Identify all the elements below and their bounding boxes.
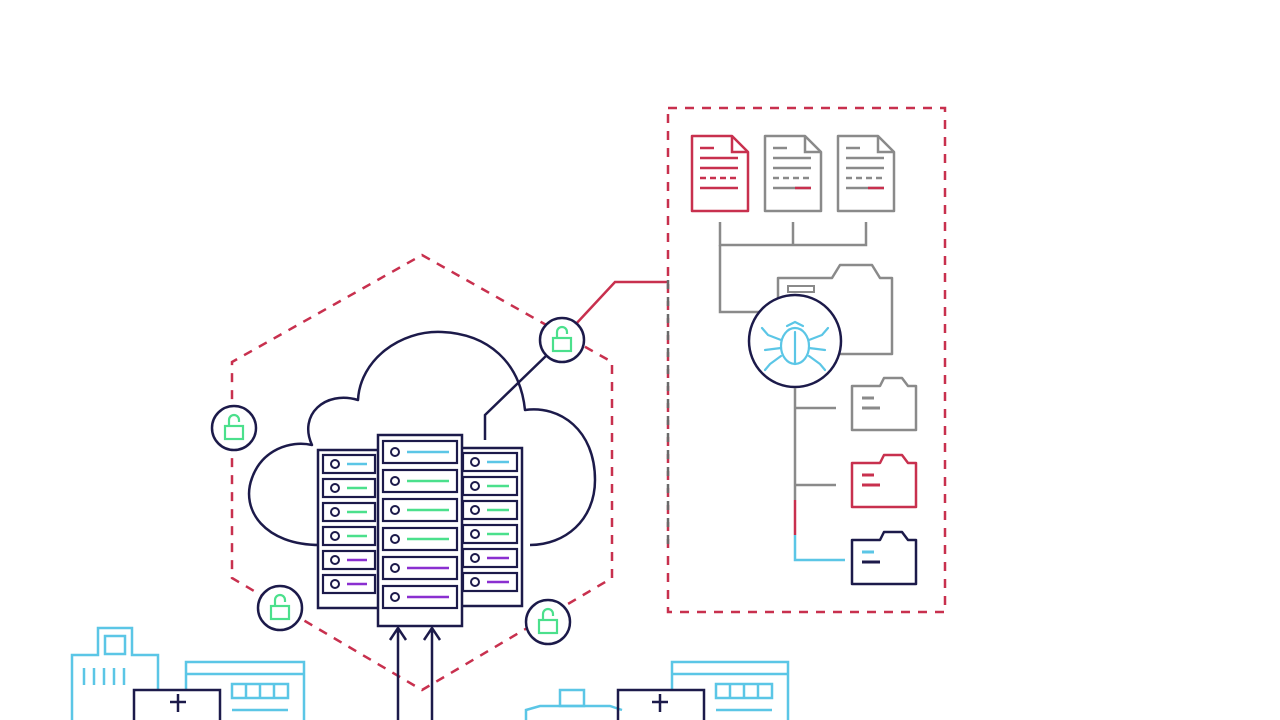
- document-icon: [690, 134, 750, 213]
- lock-to-panel-link: [574, 280, 668, 326]
- server-led: [470, 529, 480, 539]
- server-rack-right: [456, 446, 524, 608]
- server-led: [470, 457, 480, 467]
- server-led: [470, 577, 480, 587]
- unlocked-padlock-icon: [524, 598, 572, 646]
- hospital-building-icon: [132, 688, 222, 720]
- bug-icon: [760, 320, 830, 372]
- server-led: [330, 531, 340, 541]
- server-led: [390, 534, 400, 544]
- folder-icon: [850, 530, 918, 586]
- server-led: [330, 579, 340, 589]
- server-led: [390, 505, 400, 515]
- server-led: [330, 507, 340, 517]
- document-icon: [836, 134, 896, 213]
- folder-label: [787, 285, 815, 293]
- server-led: [390, 476, 400, 486]
- arrow-up-icon: [422, 625, 442, 720]
- unlocked-padlock-icon: [256, 584, 304, 632]
- document-tree-connectors: [718, 222, 868, 314]
- document-group: [690, 134, 896, 213]
- server-rack-center: [376, 433, 464, 628]
- hospital-building-icon: [524, 660, 790, 720]
- upload-arrows: [388, 625, 442, 720]
- server-led: [390, 563, 400, 573]
- data-panel-border: [666, 106, 947, 614]
- server-led: [390, 447, 400, 457]
- unlocked-padlocks: [210, 316, 586, 646]
- server-rack-left: [316, 448, 382, 610]
- folder-tree-connectors: [793, 388, 845, 562]
- folder-icon: [850, 453, 918, 509]
- server-led: [470, 481, 480, 491]
- server-led: [330, 555, 340, 565]
- server-led: [330, 459, 340, 469]
- server-led: [470, 553, 480, 563]
- arrow-up-icon: [388, 625, 408, 720]
- server-led: [330, 483, 340, 493]
- document-icon: [763, 134, 823, 213]
- unlocked-padlock-icon: [538, 316, 586, 364]
- folder-icon: [850, 376, 918, 432]
- folder-group: [850, 376, 918, 586]
- unlocked-padlock-icon: [210, 404, 258, 452]
- cloud-to-lock-link: [483, 353, 549, 440]
- server-led: [470, 505, 480, 515]
- server-led: [390, 592, 400, 602]
- hospital-building-icon: [70, 626, 306, 720]
- security-perimeter-hexagon: [230, 253, 614, 692]
- hospital-building-icon: [616, 688, 706, 720]
